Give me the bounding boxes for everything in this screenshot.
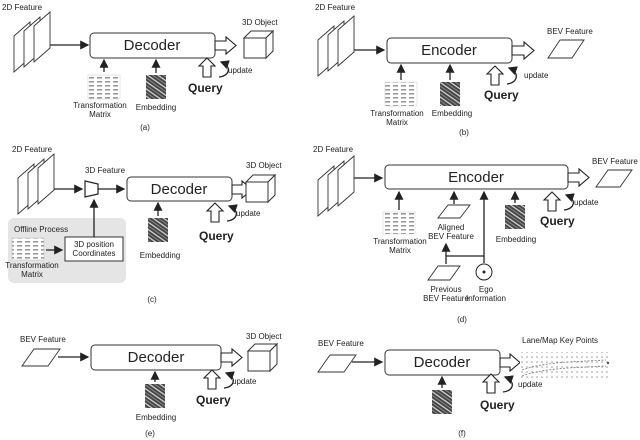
ego-icon	[475, 263, 493, 281]
panel-b-block-label: Encoder	[421, 42, 477, 59]
cube-icon	[242, 29, 275, 60]
matrix-icon	[87, 74, 121, 100]
lift-module-icon	[84, 180, 99, 198]
panel-a-caption: (a)	[140, 123, 150, 132]
query-arrow	[542, 191, 562, 212]
panel-a-query-label: Query	[188, 81, 223, 95]
feature-stack-icon	[13, 11, 51, 73]
panel-c-input-label: 2D Feature	[12, 145, 53, 154]
panel-b-embedding-label: Embedding	[432, 109, 472, 118]
query-arrow	[481, 373, 501, 394]
cube-icon	[246, 342, 279, 373]
cube-icon	[244, 173, 277, 204]
panel-c-update-label: update	[236, 209, 261, 218]
panel-a: 2D Feature Decoder 3D Object Transformat…	[2, 3, 278, 132]
panel-e-output-label: 3D Object	[246, 332, 282, 341]
feature-stack-icon	[317, 15, 355, 77]
feature-stack-icon	[17, 153, 55, 215]
panel-f: BEV Feature Decoder Lane/Map Key Points …	[317, 336, 610, 438]
panel-e-input-label: BEV Feature	[20, 335, 66, 344]
panel-d: 2D Feature Encoder BEV Feature Transform…	[313, 145, 638, 324]
panel-b-update-label: update	[524, 71, 549, 80]
output-arrow	[220, 347, 243, 368]
panel-e-query-label: Query	[196, 393, 231, 407]
output-arrow	[214, 35, 237, 56]
embedding-icon	[505, 205, 525, 229]
panel-a-embedding-label: Embedding	[136, 103, 176, 112]
output-arrow	[499, 352, 521, 373]
panel-f-update-label: update	[518, 380, 543, 389]
panel-c-embedding-label: Embedding	[140, 251, 180, 260]
panel-c-feature3d-label: 3D Feature	[85, 166, 126, 175]
embedding-icon	[440, 82, 460, 106]
panel-d-embedding-label: Embedding	[496, 235, 536, 244]
embedding-icon	[146, 75, 166, 99]
panel-f-output-label: Lane/Map Key Points	[522, 336, 598, 345]
panel-b-output-label: BEV Feature	[547, 27, 593, 36]
query-arrow	[197, 57, 217, 78]
panel-e: BEV Feature Decoder 3D Object Embedding …	[20, 332, 282, 438]
panel-b-query-label: Query	[484, 88, 519, 102]
panel-c-caption: (c)	[147, 295, 157, 304]
panel-a-update-label: update	[228, 66, 253, 75]
previous-bev-icon	[427, 265, 461, 281]
bev-plane-icon	[21, 348, 61, 367]
panel-d-input-label: 2D Feature	[313, 145, 354, 154]
panel-c-block-label: Decoder	[151, 181, 208, 198]
panel-f-query-label: Query	[480, 398, 515, 412]
panel-e-update-label: update	[232, 377, 257, 386]
panel-b: 2D Feature Encoder BEV Feature Transform…	[315, 3, 593, 137]
panel-b-caption: (b)	[459, 128, 469, 137]
panel-f-input-label: BEV Feature	[318, 339, 364, 348]
output-arrow	[567, 167, 590, 188]
bev-plane-icon	[317, 354, 357, 373]
aligned-bev-icon	[437, 204, 471, 219]
matrix-icon	[384, 81, 418, 107]
query-arrow	[485, 65, 505, 86]
query-arrow	[202, 369, 222, 390]
panel-b-input-label: 2D Feature	[315, 3, 356, 12]
panel-d-query-label: Query	[540, 214, 575, 228]
panel-c-output-label: 3D Object	[246, 161, 282, 170]
panel-a-block-label: Decoder	[124, 37, 181, 54]
embedding-icon	[148, 218, 168, 242]
panel-f-caption: (f)	[458, 429, 466, 438]
panel-d-output-label: BEV Feature	[592, 157, 638, 166]
output-arrow	[511, 40, 535, 61]
panel-d-update-label: update	[574, 198, 599, 207]
panel-d-caption: (d)	[457, 315, 467, 324]
bev-plane-icon	[547, 39, 585, 59]
embedding-icon	[145, 384, 165, 408]
feature-stack-icon	[317, 155, 355, 217]
panel-d-block-label: Encoder	[448, 169, 504, 186]
panel-c-offline-label: Offline Process	[14, 225, 68, 234]
panel-e-block-label: Decoder	[128, 349, 185, 366]
panel-c-query-label: Query	[199, 229, 234, 243]
panel-e-caption: (e)	[145, 429, 155, 438]
panel-c: 2D Feature 3D Feature Decoder 3D Object …	[5, 145, 282, 304]
matrix-icon	[382, 211, 416, 235]
panel-a-input-label: 2D Feature	[2, 3, 43, 12]
panel-e-embedding-label: Embedding	[136, 413, 176, 422]
query-arrow	[205, 202, 225, 223]
embedding-icon	[432, 390, 452, 414]
matrix-icon	[11, 237, 45, 261]
bev-plane-icon	[595, 169, 633, 188]
lane-map-icon	[520, 352, 610, 378]
panel-a-output-label: 3D Object	[242, 18, 278, 27]
panel-f-block-label: Decoder	[414, 354, 471, 371]
